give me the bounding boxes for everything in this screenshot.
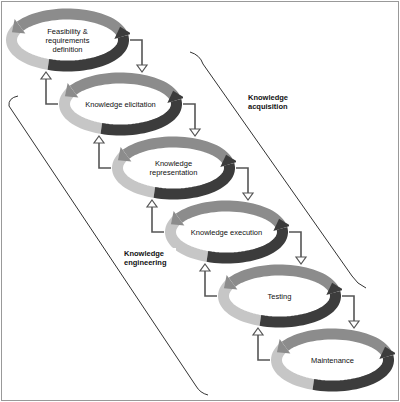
arrow-line <box>46 79 58 104</box>
flow-arrow <box>183 104 200 136</box>
arrow-line <box>183 104 195 129</box>
bracket-label: Knowledge engineering <box>122 248 176 268</box>
cycle-arrowhead <box>171 211 184 225</box>
arrowhead <box>147 200 157 207</box>
cycle-arrowhead <box>167 91 183 103</box>
cycle-arrowhead <box>273 219 289 231</box>
flow-arrow <box>147 200 164 232</box>
cycle-arrowhead <box>224 275 237 289</box>
cycle-arc <box>118 156 155 193</box>
cycle-node: Knowledge elicitation <box>58 72 183 136</box>
flow-arrow <box>289 232 306 264</box>
cycle-arrowhead <box>379 347 395 359</box>
flow-arrow <box>130 40 147 72</box>
arrowhead <box>41 72 51 79</box>
cycle-arrowhead <box>277 339 290 353</box>
arrow-line <box>258 335 270 360</box>
cycle-arc <box>65 92 102 129</box>
arrowhead <box>137 65 147 72</box>
cycle-arc <box>171 220 208 257</box>
arrow-line <box>152 207 164 232</box>
cycle-node: Testing <box>217 264 342 328</box>
node-text-wrap: Testing <box>217 264 342 328</box>
node-label: Knowledge execution <box>191 228 262 237</box>
flow-arrow <box>94 136 111 168</box>
arrow-line <box>342 296 354 321</box>
node-text-wrap: Knowledge representation <box>111 136 236 200</box>
arrowhead <box>94 136 104 143</box>
node-text-wrap: Feasibility & requirements definition <box>5 8 130 72</box>
bracket-label: Knowledge acquisition <box>246 92 300 112</box>
flow-arrow <box>236 168 253 200</box>
cycle-arrowhead <box>12 19 25 33</box>
node-label: Maintenance <box>311 356 354 365</box>
cycle-node: Maintenance <box>270 328 395 392</box>
arrow-line <box>289 232 301 257</box>
node-text-wrap: Knowledge execution <box>164 200 289 264</box>
cycle-arc <box>277 348 314 385</box>
cycle-arc <box>179 206 281 225</box>
node-text-wrap: Knowledge elicitation <box>58 72 183 136</box>
arrow-line <box>130 40 142 65</box>
node-text-wrap: Maintenance <box>270 328 395 392</box>
cycle-arc <box>232 270 334 289</box>
cycle-arc <box>285 334 387 353</box>
cycle-arrowhead <box>220 155 236 167</box>
node-label: Knowledge representation <box>137 159 211 177</box>
arrow-line <box>99 143 111 168</box>
node-label: Knowledge elicitation <box>85 100 155 109</box>
arrowhead <box>190 129 200 136</box>
cycle-node: Knowledge execution <box>164 200 289 264</box>
cycle-arc <box>73 78 175 97</box>
cycle-node: Feasibility & requirements definition <box>5 8 130 72</box>
arrowhead <box>349 321 359 328</box>
cycle-arc <box>260 292 335 322</box>
arrow-line <box>205 271 217 296</box>
acquisition-bracket <box>190 52 366 288</box>
cycle-arc <box>126 142 228 161</box>
cycle-node: Knowledge representation <box>111 136 236 200</box>
flow-arrow <box>342 296 359 328</box>
arrowhead <box>243 193 253 200</box>
flow-arrow <box>253 328 270 360</box>
arrowhead <box>296 257 306 264</box>
flow-arrow <box>200 264 217 296</box>
node-label: Feasibility & requirements definition <box>31 27 105 54</box>
node-label: Testing <box>268 292 292 301</box>
cycle-arrowhead <box>65 83 78 97</box>
cycle-arrowhead <box>114 27 130 39</box>
cycle-arc <box>12 28 49 65</box>
arrow-line <box>236 168 248 193</box>
flow-arrow <box>41 72 58 104</box>
cycle-arc <box>224 284 261 321</box>
arrowhead <box>200 264 210 271</box>
cycle-arrowhead <box>326 283 342 295</box>
cycle-arrowhead <box>118 147 131 161</box>
arrowhead <box>253 328 263 335</box>
